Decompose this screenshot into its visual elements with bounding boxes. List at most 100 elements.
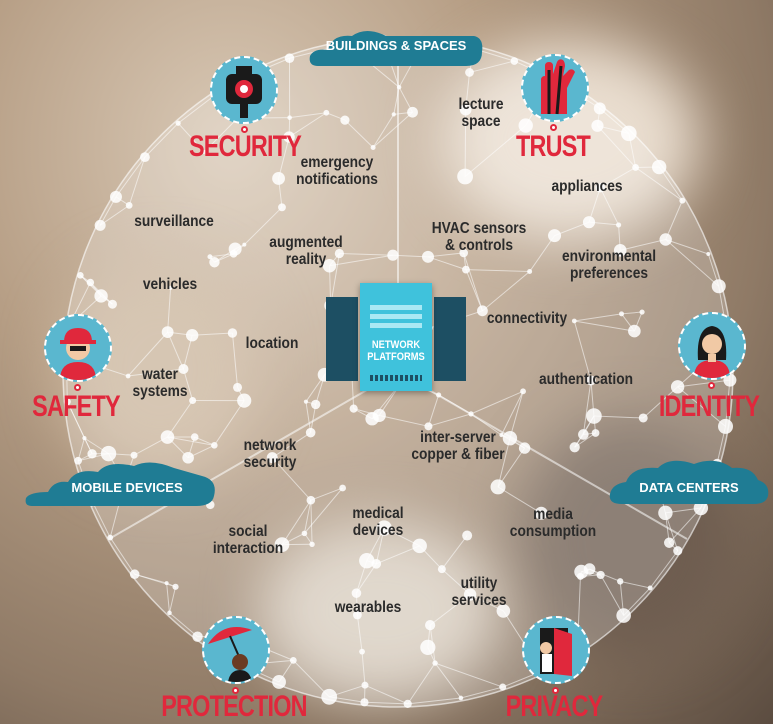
mesh-link [364, 684, 408, 705]
mesh-node [77, 272, 84, 279]
term-social-interaction: social interaction [212, 523, 284, 557]
term-media-consumption: media consumption [509, 506, 597, 540]
mesh-link [330, 253, 340, 306]
mesh-link [271, 457, 312, 501]
mesh-node [723, 373, 737, 387]
mesh-node [100, 445, 117, 462]
mesh-link [469, 60, 515, 73]
mesh-link [278, 136, 290, 179]
mesh-node [615, 222, 622, 228]
mesh-node [459, 248, 468, 258]
mesh-node [548, 229, 562, 243]
safety-worker-icon [44, 314, 112, 382]
mesh-node [425, 620, 436, 631]
mesh-node [658, 505, 673, 521]
mesh-node [459, 103, 472, 116]
mesh-link [203, 117, 238, 153]
mesh-node [94, 289, 108, 303]
category-security: SECURITY [188, 130, 302, 163]
safety-dot [74, 384, 81, 391]
mesh-link [621, 311, 643, 315]
mesh-link [465, 72, 471, 110]
mesh-link [497, 447, 526, 488]
mesh-link [497, 438, 511, 488]
mesh-link [635, 167, 683, 202]
mesh-node [340, 115, 350, 125]
mesh-link [376, 545, 420, 565]
mesh-link [427, 256, 467, 271]
mesh-node [107, 299, 117, 309]
mesh-link [144, 122, 179, 158]
mesh-node [591, 119, 604, 132]
mesh-link [109, 537, 136, 575]
mesh-node [412, 538, 427, 554]
mesh-link [356, 614, 363, 652]
mesh-link [464, 125, 527, 177]
mesh-node [391, 112, 396, 117]
mesh-link [231, 332, 239, 388]
mesh-node [87, 449, 97, 459]
mesh-node [207, 254, 213, 260]
mesh-node [272, 675, 286, 689]
mesh-node [242, 242, 247, 247]
mesh-link [529, 235, 555, 272]
mesh-link [167, 400, 194, 438]
cloud-mobile-devices: MOBILE DEVICES [24, 458, 220, 510]
mesh-node [585, 375, 596, 386]
mesh-node [125, 373, 131, 379]
mesh-link [600, 167, 636, 189]
mesh-link [665, 200, 683, 240]
mesh-node [63, 398, 71, 406]
mesh-node [632, 164, 639, 171]
mesh-link [91, 501, 111, 538]
protection-umbrella-icon [202, 616, 270, 684]
term-inter-server: inter-server copper & fiber [411, 429, 505, 463]
mesh-link [289, 112, 327, 119]
mesh-node [303, 399, 309, 404]
term-water-systems: water systems [132, 366, 188, 400]
mesh-node [628, 324, 641, 338]
mesh-node [465, 68, 474, 77]
security-dot [241, 126, 248, 133]
mesh-node [202, 149, 207, 154]
mesh-node [518, 118, 533, 133]
mesh-node [496, 604, 511, 618]
mesh-node [167, 610, 172, 616]
mesh-node [74, 456, 82, 465]
category-identity: IDENTITY [658, 390, 760, 423]
mesh-node [161, 326, 174, 339]
mesh-node [306, 495, 316, 505]
protection-dot [232, 687, 239, 694]
mesh-node [651, 159, 667, 175]
mesh-node [718, 418, 734, 434]
mesh-link [574, 313, 622, 322]
mesh-link [128, 156, 146, 206]
category-privacy: PRIVACY [505, 690, 604, 723]
mesh-link [620, 580, 651, 589]
mesh-link [668, 507, 702, 544]
term-hvac: HVAC sensors & controls [431, 220, 527, 254]
mesh-node [182, 451, 194, 464]
mesh-node [360, 698, 369, 707]
mesh-link [441, 535, 468, 570]
identity-person-icon [678, 312, 746, 380]
network-platforms-label: NETWORK PLATFORMS [367, 339, 425, 363]
cloud-buildings-spaces: BUILDINGS & SPACES [306, 26, 486, 70]
mesh-node [574, 564, 589, 579]
mesh-node [534, 506, 548, 520]
mesh-link [470, 390, 524, 415]
mesh-node [659, 233, 672, 246]
mesh-link [310, 487, 343, 501]
mesh-node [227, 328, 238, 338]
term-augmented-reality: augmented reality [269, 234, 343, 268]
mesh-link [213, 400, 245, 446]
trust-hand-icon [521, 54, 589, 122]
term-medical-devices: medical devices [352, 505, 404, 539]
mesh-node [639, 309, 645, 315]
mesh-link [271, 432, 311, 459]
mesh-node [670, 380, 685, 394]
mesh-node [407, 106, 418, 118]
mesh-link [725, 380, 731, 427]
mesh-node [305, 427, 316, 438]
